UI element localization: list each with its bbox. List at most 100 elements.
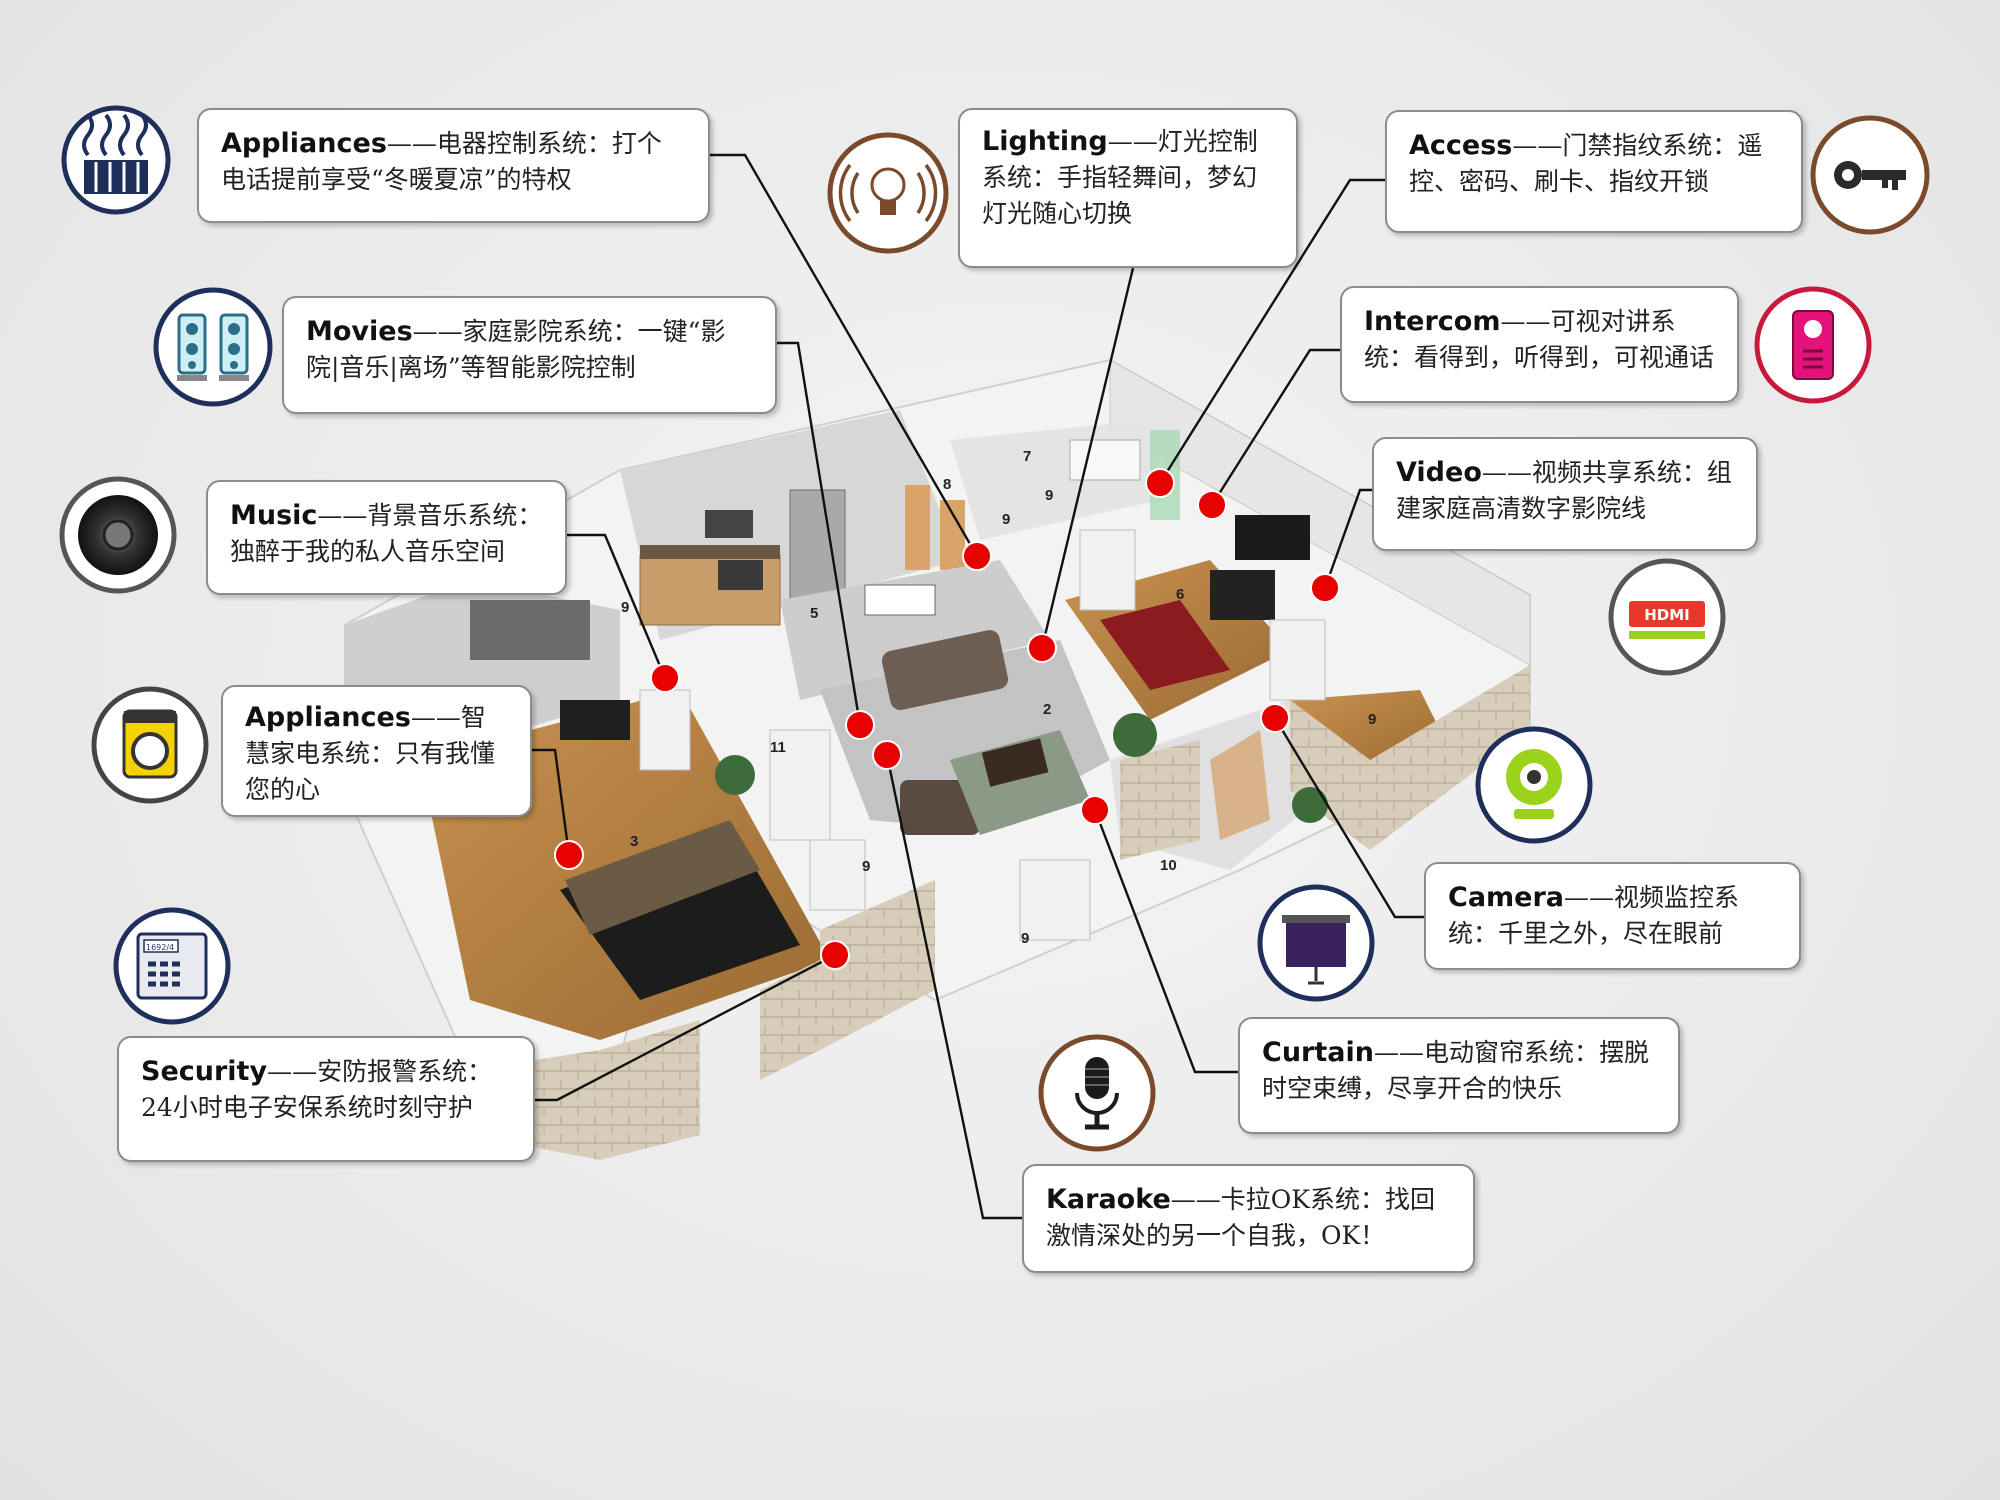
tv-6 (1235, 515, 1310, 560)
callout-description: 找回激情深处的另一个自我，OK！ (1046, 1185, 1435, 1250)
connector-intercom (1210, 348, 1340, 506)
hotspot-intercom[interactable] (1197, 490, 1227, 520)
connector-lighting (1040, 267, 1135, 649)
callout-appliances-control: Appliances——电器控制系统：打个电话提前享受“冬暖夏凉”的特权 (197, 108, 710, 223)
hotspot-appliances-control[interactable] (962, 541, 992, 571)
connector-access (1158, 178, 1385, 484)
room-number: 5 (810, 605, 818, 622)
alarm-keypad-icon: 1692/4 (113, 907, 231, 1025)
callout-system-name: 智慧 (245, 703, 486, 768)
callout-description: 一键“影院|音乐|离场”等智能影院控制 (306, 317, 726, 382)
room-number: 9 (1021, 930, 1029, 947)
light-bulb-icon (827, 132, 949, 254)
callout-title: Appliances (245, 702, 411, 733)
connector-security (535, 953, 836, 1102)
projector-screen-icon (1257, 884, 1375, 1002)
callout-title: Movies (306, 316, 413, 347)
room-number: 8 (943, 476, 951, 493)
callout-camera: Camera——视频监控系统：千里之外，尽在眼前 (1424, 862, 1801, 970)
room-number: 11 (770, 739, 786, 756)
kitchen-counter (640, 545, 780, 559)
hotspot-curtain[interactable] (1080, 795, 1110, 825)
callout-description: 看得到，听得到，可视通话 (1414, 343, 1715, 372)
callout-separator: —— (267, 1057, 318, 1086)
callout-description: 组建家庭高清数字影院线 (1396, 458, 1732, 523)
callout-video: Video——视频共享系统：组建家庭高清数字影院线 (1372, 437, 1758, 551)
key-icon (1810, 115, 1930, 235)
callout-title: Camera (1448, 882, 1565, 913)
hotspot-movies[interactable] (845, 710, 875, 740)
partition-wall-6 (809, 839, 866, 911)
brick-wall-left (600, 1020, 700, 1160)
hotspot-camera[interactable] (1260, 703, 1290, 733)
callout-description: 千里之外，尽在眼前 (1498, 919, 1724, 948)
bed-6 (1100, 600, 1230, 690)
room-number: 9 (1045, 487, 1053, 504)
callout-title: Intercom (1364, 306, 1501, 337)
hotspot-video[interactable] (1310, 573, 1340, 603)
callout-description: 家电系统：只有我懂您的心 (245, 739, 496, 804)
callout-separator: —— (1373, 1038, 1424, 1067)
callout-separator: —— (1500, 307, 1551, 336)
callout-title: Karaoke (1046, 1184, 1171, 1215)
hotspot-lighting[interactable] (1027, 633, 1057, 663)
sofa (881, 630, 1009, 710)
brick-wall-right (1290, 700, 1370, 850)
callout-system-name: 家庭影院系统： (462, 317, 638, 346)
connector-music (567, 533, 667, 679)
callout-system-name: 视频共享系统： (1531, 458, 1707, 487)
brick-wall-mid (760, 960, 820, 1080)
brick-wall-balcony (1120, 740, 1200, 860)
hdmi-icon: HDMI (1608, 558, 1726, 676)
hotspot-security[interactable] (820, 940, 850, 970)
callout-system-name: 门禁指纹系统： (1562, 131, 1738, 160)
coffee-table (981, 738, 1049, 787)
room-number: 9 (862, 858, 870, 875)
callout-system-name: 电器控制系统： (436, 129, 612, 158)
connector-video (1323, 488, 1372, 589)
hotspot-music[interactable] (650, 663, 680, 693)
washer-cabinet (470, 600, 590, 660)
callout-title: Appliances (221, 128, 387, 159)
connector-lines (532, 153, 1424, 1220)
callout-separator: —— (1107, 127, 1158, 156)
stove (718, 560, 763, 590)
callout-separator: —— (1170, 1185, 1221, 1214)
connector-camera (1273, 717, 1424, 919)
callout-separator: —— (317, 501, 368, 530)
speaker-woofer-icon (59, 476, 177, 594)
callout-separator: —— (1512, 131, 1563, 160)
door-panel-2 (940, 500, 965, 570)
connector-karaoke (885, 754, 1022, 1220)
connector-appliances-control (710, 153, 979, 557)
room-number: 9 (1002, 511, 1010, 528)
microwave (705, 510, 753, 538)
partition-wall-3 (1079, 529, 1136, 611)
dining-floor (780, 560, 1050, 700)
room-number: 2 (1043, 701, 1051, 718)
callout-intercom: Intercom——可视对讲系统：看得到，听得到，可视通话 (1340, 286, 1739, 403)
callout-description: 遥控、密码、刷卡、指纹开锁 (1409, 131, 1763, 196)
hotspot-karaoke[interactable] (872, 740, 902, 770)
bed-3-rug (565, 820, 760, 935)
hotspot-access[interactable] (1145, 468, 1175, 498)
callout-title: Access (1409, 130, 1513, 161)
callout-lighting: Lighting——灯光控制系统：手指轻舞间，梦幻灯光随心切换 (958, 108, 1298, 268)
callout-movies: Movies——家庭影院系统：一键“影院|音乐|离场”等智能影院控制 (282, 296, 777, 414)
callout-system-name: 安防报警系统： (317, 1057, 493, 1086)
partition-wall-4 (1269, 619, 1326, 701)
room-number: 6 (1176, 586, 1184, 603)
callout-system-name: 灯光控制 (1157, 127, 1258, 156)
room-number: 9 (1368, 711, 1376, 728)
hotspot-appliances-smart[interactable] (554, 840, 584, 870)
dresser-6 (1210, 570, 1275, 620)
partition-wall-5 (1019, 859, 1091, 941)
room-number: 9 (621, 599, 629, 616)
connector-appliances-smart (532, 748, 571, 856)
callout-separator: —— (410, 703, 461, 732)
partition-wall-2 (769, 729, 831, 841)
callout-description: 系统：手指轻舞间，梦幻灯光随心切换 (982, 163, 1258, 228)
room-number: 3 (630, 833, 638, 850)
callout-security: Security——安防报警系统：24小时电子安保系统时刻守护 (117, 1036, 535, 1162)
